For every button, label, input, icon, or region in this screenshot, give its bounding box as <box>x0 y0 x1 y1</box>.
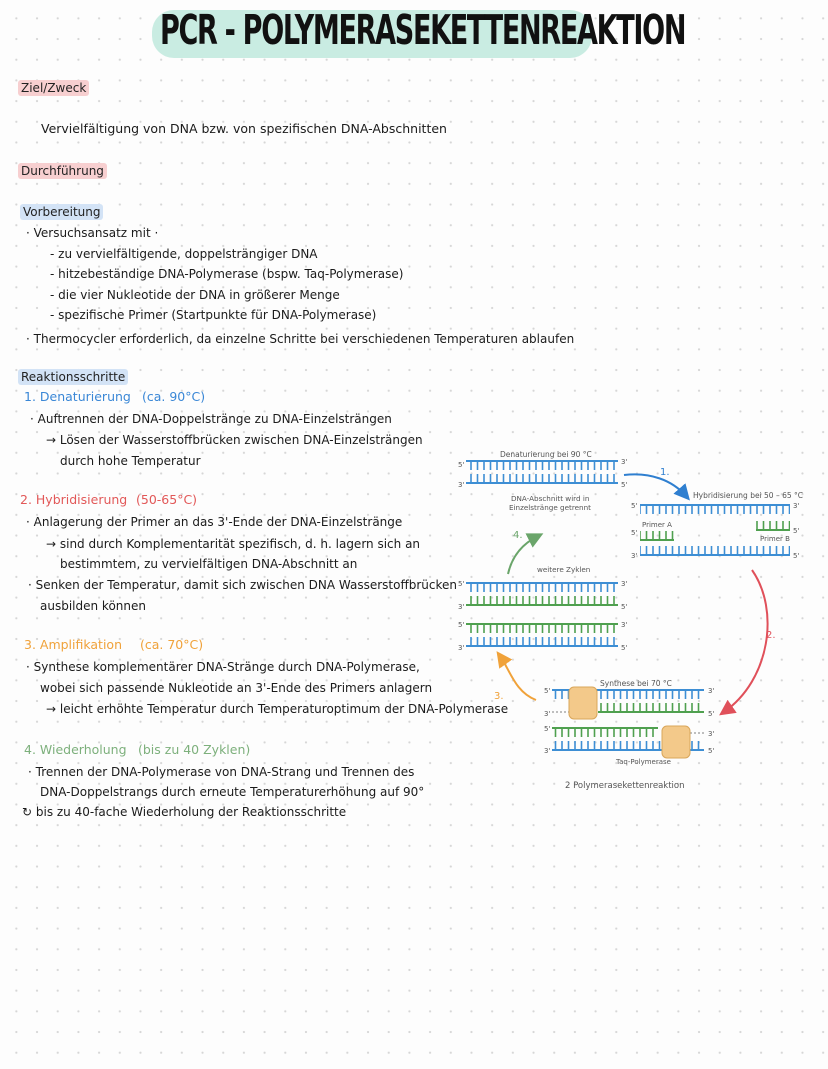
vorbereitung-subitem: - die vier Nukleotide der DNA in größere… <box>50 288 340 302</box>
svg-text:3': 3' <box>544 710 550 718</box>
step-line: DNA-Doppelstrangs durch erneute Temperat… <box>40 785 425 799</box>
label-primer-a: Primer A <box>642 521 672 529</box>
label-primer-b: Primer B <box>760 535 790 543</box>
page-title: PCR - POLYMERASEKETTENREAKTION <box>160 6 686 54</box>
step-line: → Lösen der Wasserstoffbrücken zwischen … <box>46 433 423 447</box>
label-weitere-zyklen: weitere Zyklen <box>537 565 590 574</box>
svg-text:5': 5' <box>458 621 464 629</box>
step-number-3: 3. <box>494 691 504 702</box>
synthesis-strands: 5' 3' 3' 5' 5' 3' 3' 5' <box>544 686 714 759</box>
arrow-step-4 <box>507 533 544 575</box>
section-header-vorbereitung: Vorbereitung <box>20 204 104 220</box>
step-title-amplifikation: 3. Amplifikation <box>24 637 123 652</box>
dna-double-strands-left: 5' 3' 3' 5' 5' 3' 3' 5' <box>458 580 627 652</box>
step-number-1: 1. <box>660 467 670 478</box>
svg-text:5': 5' <box>793 552 799 560</box>
vorbereitung-item: · Versuchsansatz mit · <box>26 226 159 240</box>
svg-text:5': 5' <box>793 527 799 535</box>
svg-text:5': 5' <box>708 710 714 718</box>
step-line: · Synthese komplementärer DNA-Stränge du… <box>26 660 420 674</box>
section-header-durchfuehrung: Durchführung <box>18 163 107 179</box>
svg-text:5': 5' <box>708 747 714 755</box>
vorbereitung-subitem: - hitzebeständige DNA-Polymerase (bspw. … <box>50 267 404 281</box>
dna-double-strand-top: 5' 3' 3' 5' <box>458 458 627 489</box>
single-strand-with-primers: 5' 3' Primer A 5' 5' Primer B 3' 5' <box>631 502 799 560</box>
svg-text:3': 3' <box>621 580 627 588</box>
title-highlight <box>152 10 592 58</box>
label-getrennt-1: DNA-Abschnitt wird in <box>511 494 589 503</box>
step-line: → sind durch Komplementarität spezifisch… <box>46 537 421 551</box>
step-line: wobei sich passende Nukleotide an 3'-End… <box>40 681 433 695</box>
label-denaturierung: Denaturierung bei 90 °C <box>500 450 592 459</box>
label-synthese: Synthese bei 70 °C <box>600 679 672 688</box>
vorbereitung-subitem: - zu vervielfältigende, doppelsträngiger… <box>50 247 318 261</box>
step-title-hybridisierung: 2. Hybridisierung <box>20 492 128 507</box>
step-temp-wiederholung: (bis zu 40 Zyklen) <box>138 742 251 757</box>
step-temp-hybridisierung: (50-65°C) <box>136 492 198 507</box>
svg-text:5': 5' <box>458 461 464 469</box>
label-getrennt-2: Einzelstränge getrennt <box>509 503 591 512</box>
svg-text:5': 5' <box>621 644 627 652</box>
step-line: · Trennen der DNA-Polymerase von DNA-Str… <box>28 765 415 779</box>
step-line: → leicht erhöhte Temperatur durch Temper… <box>46 702 509 716</box>
svg-text:3': 3' <box>621 621 627 629</box>
step-title-denaturierung: 1. Denaturierung <box>24 389 131 404</box>
svg-text:3': 3' <box>544 747 550 755</box>
step-temp-denaturierung: (ca. 90°C) <box>142 389 206 404</box>
svg-text:3': 3' <box>631 552 637 560</box>
svg-text:3': 3' <box>708 730 714 738</box>
vorbereitung-item: · Thermocycler erforderlich, da einzelne… <box>26 332 575 346</box>
svg-text:3': 3' <box>458 481 464 489</box>
svg-text:3': 3' <box>458 603 464 611</box>
step-line: · Anlagerung der Primer an das 3'-Ende d… <box>26 515 403 529</box>
step-number-4: 4. <box>513 530 523 541</box>
step-line: ↻ bis zu 40-fache Wiederholung der Reakt… <box>22 805 347 819</box>
svg-text:5': 5' <box>631 502 637 510</box>
svg-text:5': 5' <box>544 725 550 733</box>
step-line: · Senken der Temperatur, damit sich zwis… <box>28 578 457 592</box>
svg-text:5': 5' <box>621 603 627 611</box>
vorbereitung-subitem: - spezifische Primer (Startpunkte für DN… <box>50 308 377 322</box>
taq-polymerase-shape <box>568 686 598 720</box>
svg-text:5': 5' <box>544 687 550 695</box>
svg-text:5': 5' <box>458 580 464 588</box>
label-taq-polymerase: Taq-Polymerase <box>615 758 671 766</box>
svg-text:3': 3' <box>793 502 799 510</box>
pcr-diagram: Denaturierung bei 90 °C 5' 3' 3' 5' DNA-… <box>458 450 803 791</box>
svg-text:3': 3' <box>458 644 464 652</box>
step-temp-amplifikation: (ca. 70°C) <box>140 637 204 652</box>
arrow-step-3 <box>496 651 537 701</box>
section-header-reaktionsschritte: Reaktionsschritte <box>18 369 129 385</box>
arrow-step-1 <box>623 473 690 501</box>
svg-text:5': 5' <box>621 481 627 489</box>
label-hybridisierung: Hybridisierung bei 50 – 65 °C <box>693 491 803 500</box>
ziel-text: Vervielfältigung von DNA bzw. von spezif… <box>41 121 447 136</box>
arrow-step-2 <box>719 569 769 716</box>
section-header-ziel: Ziel/Zweck <box>18 80 90 96</box>
step-line: durch hohe Temperatur <box>60 454 201 468</box>
svg-text:5': 5' <box>631 529 637 537</box>
step-number-2: 2. <box>766 630 776 641</box>
svg-text:3': 3' <box>708 687 714 695</box>
taq-polymerase-shape <box>661 725 691 759</box>
step-title-wiederholung: 4. Wiederholung <box>24 742 127 757</box>
svg-text:3': 3' <box>621 458 627 466</box>
figure-caption: 2 Polymerasekettenreaktion <box>565 781 684 791</box>
step-line: ausbilden können <box>40 599 146 613</box>
step-line: · Auftrennen der DNA-Doppelstränge zu DN… <box>30 412 392 426</box>
step-line: bestimmtem, zu vervielfältigen DNA-Absch… <box>60 557 358 571</box>
